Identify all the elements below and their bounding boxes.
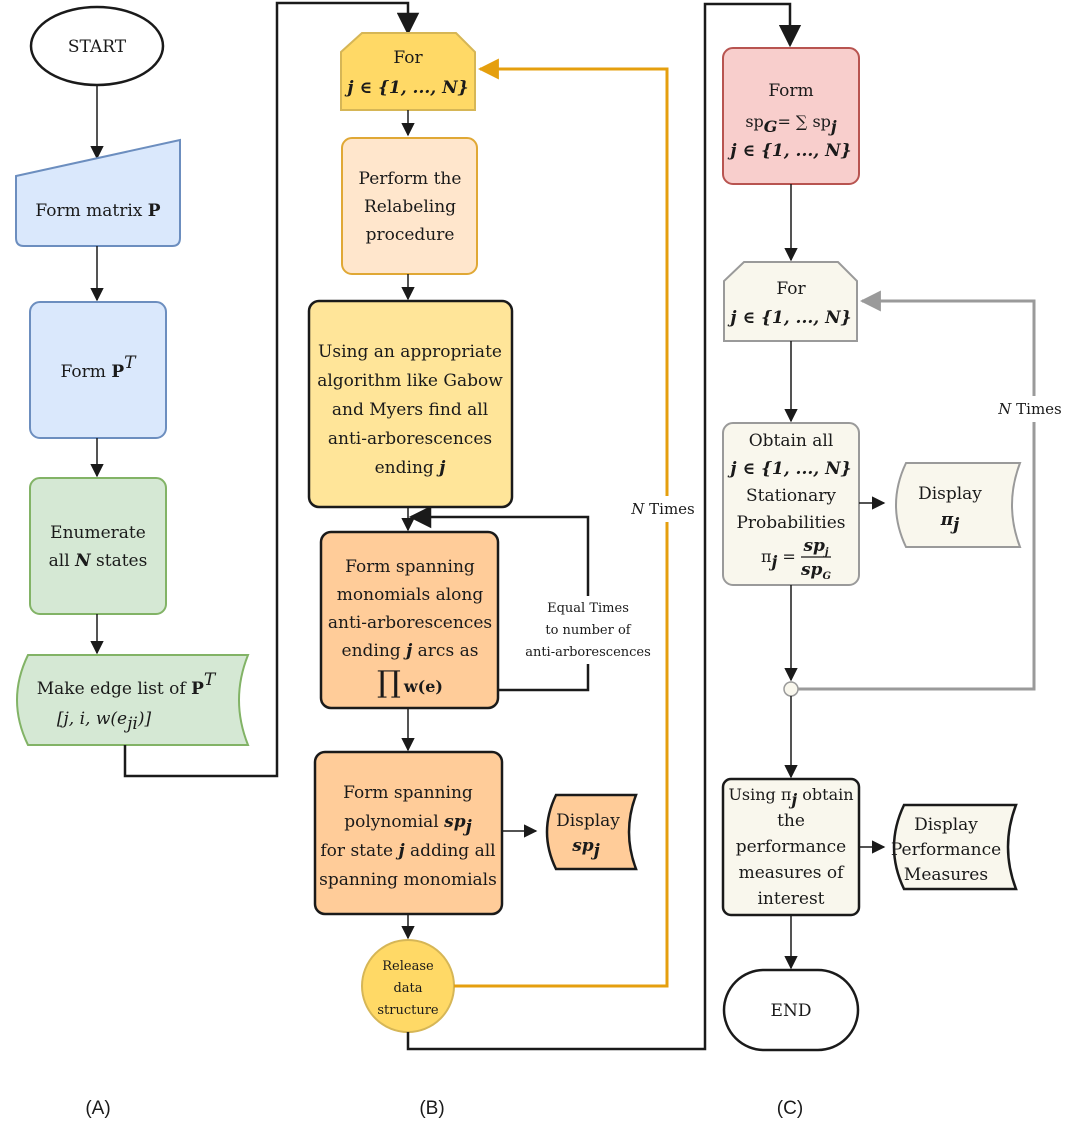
display-perf-line-3: Measures — [904, 865, 988, 885]
obtain-formula-num: spj — [802, 536, 828, 558]
monomials-line-1: Form spanning — [345, 557, 475, 577]
c-for-loop-node: For j ∈ {1, ..., N} — [723, 261, 858, 342]
monomials-product: ∏w(e) — [377, 665, 443, 700]
gabow-node: Using an appropriate algorithm like Gabo… — [307, 299, 514, 509]
panel-c: Form spG= ∑ spj j ∈ {1, ..., N} For j ∈ … — [721, 47, 1064, 1119]
release-line-1: Release — [382, 959, 434, 974]
release-line-3: structure — [377, 1003, 439, 1018]
polynomial-line-1: Form spanning — [343, 783, 473, 803]
display-pi-line-2: πj — [940, 510, 960, 535]
relabel-line-3: procedure — [366, 225, 455, 245]
gabow-line-2: algorithm like Gabow — [317, 371, 503, 391]
edge-list-node: Make edge list of PT [j, i, w(eji)] — [16, 654, 250, 746]
c-loop-label-bg — [990, 396, 1064, 422]
form-spg-line-2: spG= ∑ spj — [745, 112, 837, 136]
display-pi-node: Display πj — [895, 462, 1022, 548]
connector-a-to-b — [123, 1, 420, 778]
panel-label-c: (C) — [777, 1098, 803, 1119]
obtain-formula-lhs: πj = — [761, 547, 796, 571]
perf-line-2: the — [777, 811, 805, 831]
polynomial-node: Form spanning polynomial spj for state j… — [313, 750, 504, 916]
display-sp-line-2: spj — [571, 836, 600, 861]
panel-a: START Form matrix P Form PT Enumerate al… — [15, 1, 420, 1119]
monomials-line-3: anti-arborescences — [328, 613, 492, 633]
form-transpose-node: Form PT — [29, 301, 167, 439]
c-loop-arrow — [798, 290, 1036, 691]
gabow-line-1: Using an appropriate — [318, 342, 502, 362]
inner-loop-label-2: to number of — [545, 623, 631, 638]
obtain-line-4: Probabilities — [736, 513, 845, 533]
panel-label-a: (A) — [85, 1098, 110, 1119]
monomials-line-4: ending j arcs as — [342, 641, 479, 661]
enumerate-line-2: all N states — [49, 551, 148, 571]
release-node: Release data structure — [361, 939, 455, 1033]
relabel-node: Perform the Relabeling procedure — [341, 137, 478, 275]
b-for-loop-node: For j ∈ {1, ..., N} — [340, 32, 476, 111]
b-for-range: j ∈ {1, ..., N} — [344, 78, 468, 98]
start-label: START — [68, 37, 127, 57]
c-loop-label: N Times — [997, 400, 1062, 418]
inner-loop-label-1: Equal Times — [547, 601, 629, 616]
merge-node — [783, 681, 799, 697]
end-node: END — [722, 968, 860, 1052]
outer-loop-label-bg — [620, 496, 710, 522]
display-perf-node: Display Performance Measures — [891, 803, 1018, 891]
release-line-2: data — [393, 981, 422, 996]
outer-loop-arrow — [454, 58, 669, 988]
edge-list-line-2: [j, i, w(eji)] — [57, 709, 152, 734]
perf-line-3: performance — [736, 837, 847, 857]
form-matrix-node: Form matrix P — [15, 138, 181, 247]
display-perf-line-1: Display — [914, 815, 978, 835]
panel-label-b: (B) — [419, 1098, 444, 1119]
polynomial-line-3: for state j adding all — [320, 841, 495, 861]
obtain-node: Obtain all j ∈ {1, ..., N} Stationary Pr… — [722, 422, 860, 586]
perf-line-1: Using πj obtain — [728, 785, 853, 809]
form-transpose-label: Form PT — [61, 353, 138, 382]
perf-node: Using πj obtain the performance measures… — [721, 777, 861, 917]
display-pi-line-1: Display — [918, 484, 982, 504]
c-for-range: j ∈ {1, ..., N} — [727, 308, 851, 328]
monomials-node: Form spanning monomials along anti-arbor… — [319, 530, 500, 710]
outer-loop-label: N Times — [630, 500, 695, 518]
relabel-line-2: Relabeling — [364, 197, 456, 217]
form-spg-node: Form spG= ∑ spj j ∈ {1, ..., N} — [722, 47, 860, 185]
gabow-line-3: and Myers find all — [332, 400, 488, 420]
enumerate-node: Enumerate all N states — [29, 477, 167, 615]
perf-line-5: interest — [757, 889, 824, 909]
gabow-line-4: anti-arborescences — [328, 429, 492, 449]
edge-list-line-1: Make edge list of PT — [37, 670, 217, 699]
start-node: START — [29, 5, 165, 87]
end-label: END — [771, 1001, 812, 1021]
panel-b: For j ∈ {1, ..., N} Perform the Relabeli… — [307, 2, 802, 1119]
inner-loop-label-3: anti-arborescences — [525, 645, 651, 660]
display-perf-line-2: Performance — [891, 840, 1001, 860]
relabel-line-1: Perform the — [359, 169, 462, 189]
obtain-line-3: Stationary — [746, 486, 836, 506]
connector-b-to-c — [406, 2, 802, 1051]
inner-loop-label-bg — [516, 596, 660, 664]
form-spg-line-1: Form — [768, 81, 813, 101]
b-for-label: For — [393, 48, 423, 68]
monomials-line-2: monomials along — [337, 585, 484, 605]
display-sp-node: Display spj — [545, 793, 638, 871]
perf-line-4: measures of — [739, 863, 846, 883]
display-sp-line-1: Display — [556, 811, 620, 831]
c-for-label: For — [776, 279, 806, 299]
form-spg-line-3: j ∈ {1, ..., N} — [727, 141, 851, 161]
obtain-line-2: j ∈ {1, ..., N} — [727, 459, 851, 479]
enumerate-line-1: Enumerate — [50, 523, 146, 543]
obtain-line-1: Obtain all — [749, 431, 834, 451]
polynomial-line-4: spanning monomials — [319, 870, 497, 890]
gabow-line-5: ending j — [375, 458, 447, 478]
form-matrix-label: Form matrix P — [35, 201, 160, 221]
